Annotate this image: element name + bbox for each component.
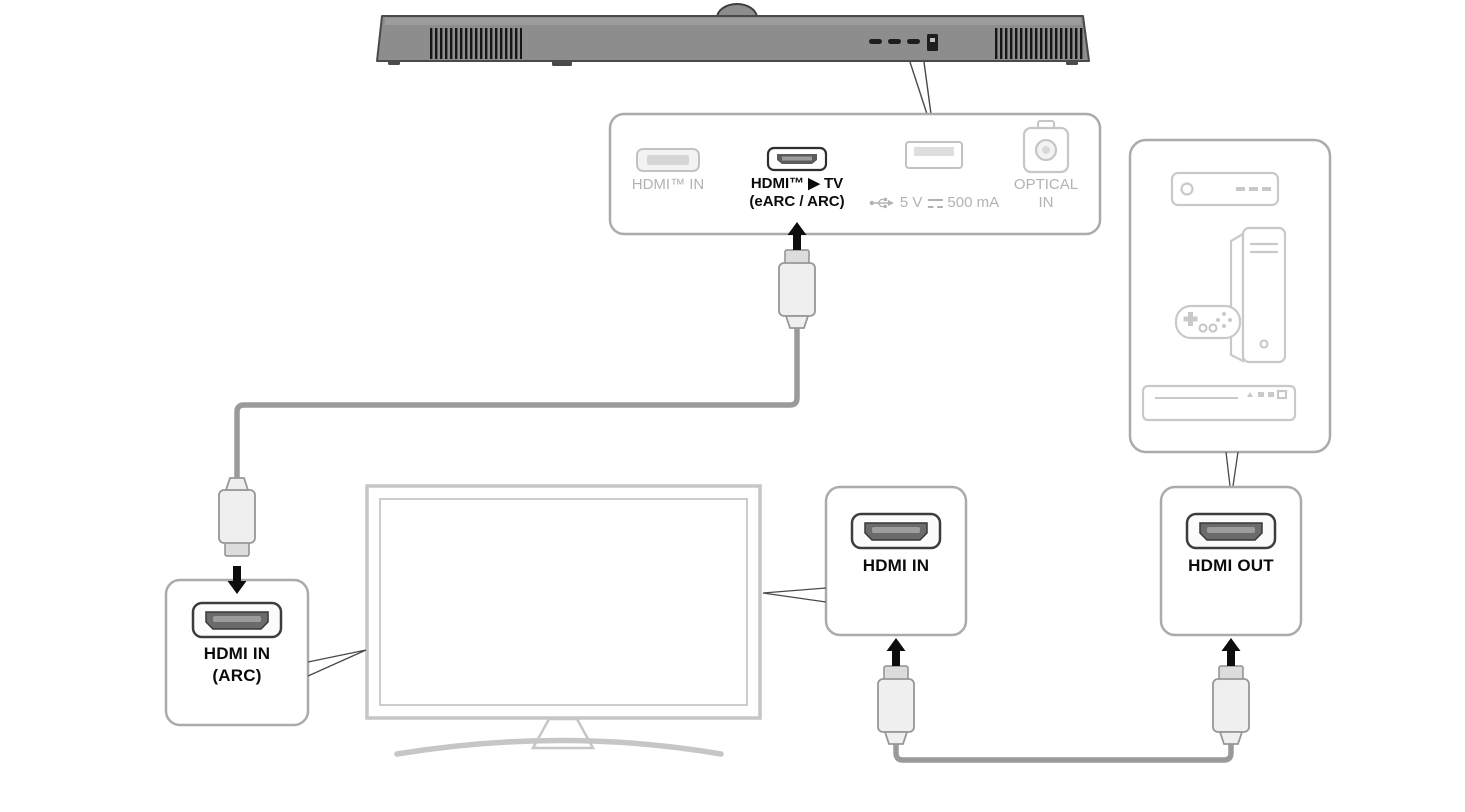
tv-hdmi-in-port-icon bbox=[850, 512, 942, 550]
arc-box-label-line2: (ARC) bbox=[212, 666, 262, 685]
optical-port-label-line1: OPTICAL bbox=[1013, 176, 1079, 193]
optical-port-label-line2: IN bbox=[1038, 194, 1054, 211]
tv bbox=[365, 484, 762, 757]
soundbar-foot bbox=[388, 61, 400, 65]
hdmi-in-port-label: HDMI™ IN bbox=[631, 176, 705, 193]
hdmi-in-port-icon bbox=[636, 148, 700, 172]
game-console-icon bbox=[1174, 226, 1287, 364]
disc-player-icon bbox=[1141, 384, 1297, 422]
soundbar bbox=[376, 3, 1090, 66]
device-hdmi-out-box-label: HDMI OUT bbox=[1188, 556, 1274, 575]
hdmi-tv-port-icon bbox=[766, 146, 828, 172]
hdmi-tv-port-sublabel: (eARC / ARC) bbox=[749, 193, 845, 210]
hdmi-arc-port-icon bbox=[191, 601, 283, 639]
hdmi-plug-icon bbox=[1212, 665, 1250, 745]
usb-port-icon bbox=[905, 141, 963, 169]
hdmi-tv-port-label: HDMI™ ▶ TV bbox=[750, 175, 844, 192]
hdmi-cable-soundbar-to-tv bbox=[234, 324, 800, 480]
soundbar-callout-line bbox=[909, 61, 932, 115]
tv-screen bbox=[365, 484, 762, 720]
usb-voltage-label: 5 V bbox=[899, 194, 923, 211]
device-hdmi-out-box bbox=[1159, 485, 1303, 637]
usb-port-label: 5 V 500 mA bbox=[869, 194, 999, 211]
soundbar-port-panel bbox=[608, 112, 1102, 236]
hdmi-plug-icon bbox=[877, 665, 915, 745]
port-panel-frame bbox=[608, 112, 1102, 236]
dc-symbol-icon bbox=[927, 198, 943, 208]
set-top-box-icon bbox=[1170, 171, 1280, 207]
left-speaker-grille-icon bbox=[430, 28, 522, 59]
tv-screen-inner bbox=[379, 498, 748, 706]
hdmi-cable-tv-to-device bbox=[893, 738, 1234, 763]
tv-stand-neck bbox=[530, 717, 596, 750]
usb-symbol-icon bbox=[869, 197, 894, 208]
hdmi-in-box-callout-line bbox=[762, 587, 827, 603]
tv-stand-base bbox=[394, 737, 724, 757]
arc-box-label-line1: HDMI IN bbox=[203, 644, 271, 663]
external-devices-panel bbox=[1128, 138, 1332, 454]
device-panel-callout-line bbox=[1225, 451, 1239, 487]
arrow-up-icon bbox=[1221, 638, 1241, 666]
tv-hdmi-in-box bbox=[824, 485, 968, 637]
soundbar-foot bbox=[552, 61, 572, 66]
hdmi-plug-icon bbox=[778, 249, 816, 329]
device-hdmi-out-port-icon bbox=[1185, 512, 1277, 550]
soundbar-body bbox=[376, 15, 1090, 62]
hdmi-plug-icon bbox=[218, 477, 256, 557]
soundbar-top-face bbox=[385, 18, 1081, 25]
soundbar-foot bbox=[1066, 61, 1078, 65]
optical-port-icon bbox=[1022, 120, 1070, 174]
arrow-up-icon bbox=[886, 638, 906, 666]
right-speaker-grille-icon bbox=[993, 28, 1085, 59]
tv-hdmi-in-box-label: HDMI IN bbox=[862, 556, 930, 575]
soundbar-ports-icon bbox=[869, 34, 938, 51]
arc-box-callout-line bbox=[307, 649, 367, 677]
usb-current-label: 500 mA bbox=[947, 194, 1000, 211]
